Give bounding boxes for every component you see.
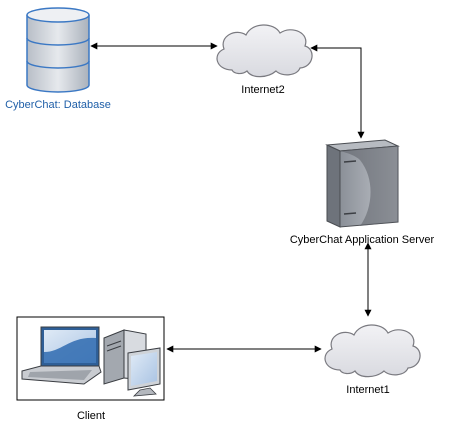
server-icon — [325, 139, 400, 228]
server-node: CyberChat Application Server — [290, 139, 435, 246]
laptop-desktop-icon — [21, 326, 161, 397]
internet2-node: Internet2 — [216, 24, 313, 96]
edges — [90, 42, 372, 353]
internet1-label: Internet1 — [346, 384, 389, 396]
edge-internet2-server — [310, 44, 365, 139]
cloud-icon — [216, 24, 313, 78]
database-node: CyberChat: Database — [5, 7, 111, 111]
database-icon — [26, 7, 90, 93]
cloud-icon — [324, 324, 421, 378]
client-label: Client — [77, 410, 105, 422]
internet1-node: Internet1 — [324, 324, 421, 396]
internet2-label: Internet2 — [241, 84, 284, 96]
client-node: Client — [16, 316, 165, 422]
server-label: CyberChat Application Server — [290, 234, 435, 246]
database-label: CyberChat: Database — [5, 99, 111, 111]
